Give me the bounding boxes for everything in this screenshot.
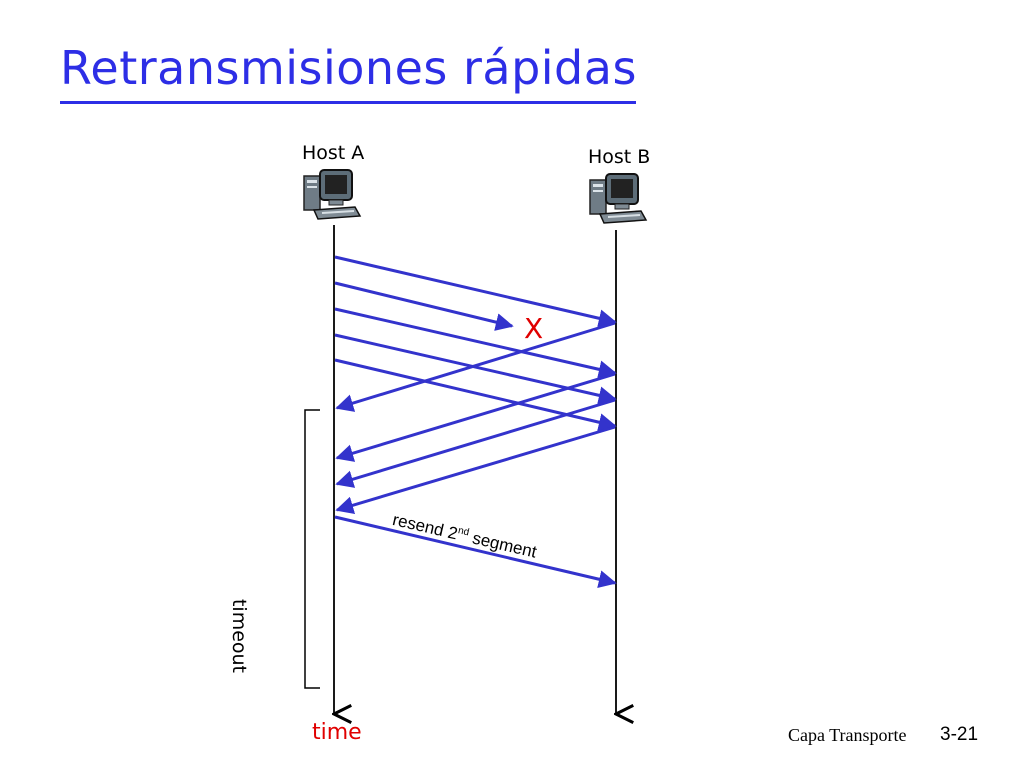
timeout-label: timeout (228, 598, 250, 674)
host-a-label: Host A (302, 142, 365, 164)
duplicate-ack-3-arrow (335, 425, 616, 514)
host-b-computer-icon (589, 173, 648, 224)
duplicate-ack-2-arrow (335, 398, 616, 488)
resend-segment-arrow (334, 515, 617, 589)
footer-chapter: Capa Transporte (788, 725, 907, 745)
ack-1-arrow (335, 321, 616, 412)
segment-3-arrow (334, 307, 617, 379)
slide-title: Retransmisiones rápidas (60, 41, 637, 95)
host-a-computer-icon (303, 169, 362, 220)
timeout-bracket (304, 409, 320, 689)
title-underline (60, 101, 636, 104)
duplicate-ack-1-arrow (335, 372, 616, 462)
segment-1-arrow (334, 255, 617, 328)
segment-2-lost-arrow (334, 281, 514, 331)
loss-marker: X (524, 312, 543, 345)
host-b-label: Host B (588, 146, 651, 168)
time-label: time (312, 720, 362, 745)
footer-page-number: 3-21 (940, 724, 979, 745)
